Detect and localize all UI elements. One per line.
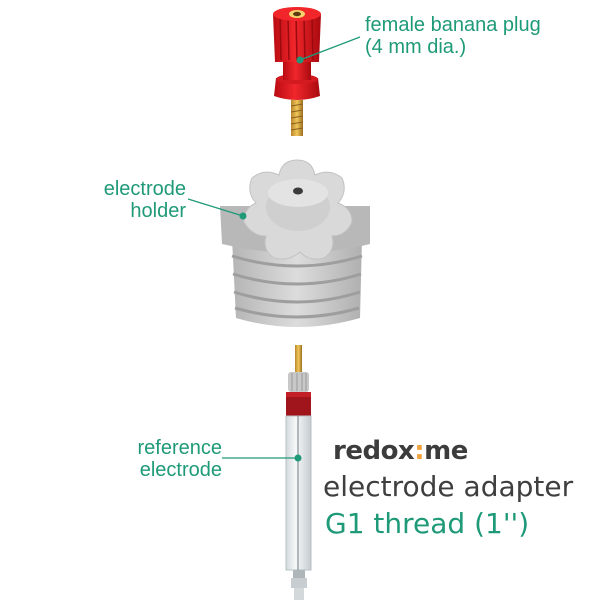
leader-lines: [187, 36, 361, 459]
product-title: electrode adapter: [323, 470, 574, 503]
leader-line-holder: [187, 198, 244, 217]
leader-line-banana-plug: [299, 36, 361, 61]
reference-label-line1: reference: [137, 437, 223, 459]
brand-logo-part2: me: [424, 436, 468, 466]
holder-label-line2: holder: [130, 200, 186, 222]
leader-dot-holder: [239, 212, 247, 220]
leader-dot-reference: [294, 454, 302, 462]
electrode-holder-illustration: [220, 159, 370, 327]
holder-label: electrode holder: [96, 178, 186, 222]
banana-plug-label: female banana plug (4 mm dia.): [365, 14, 541, 58]
banana-plug-label-line2: (4 mm dia.): [365, 36, 467, 58]
reference-electrode-label: reference electrode: [124, 437, 223, 481]
brand-logo-part1: redox: [333, 436, 415, 466]
banana-plug-illustration: [273, 7, 321, 136]
reference-label-line2: electrode: [139, 459, 222, 481]
banana-plug-label-line1: female banana plug: [365, 14, 541, 36]
reference-electrode-illustration: [285, 345, 312, 600]
holder-label-line1: electrode: [103, 178, 186, 200]
brand-logo-colon: :: [414, 436, 425, 466]
leader-dot-banana-plug: [296, 56, 304, 64]
brand-logo: redox:me: [333, 436, 468, 466]
product-thread-spec: G1 thread (1''): [325, 507, 530, 540]
